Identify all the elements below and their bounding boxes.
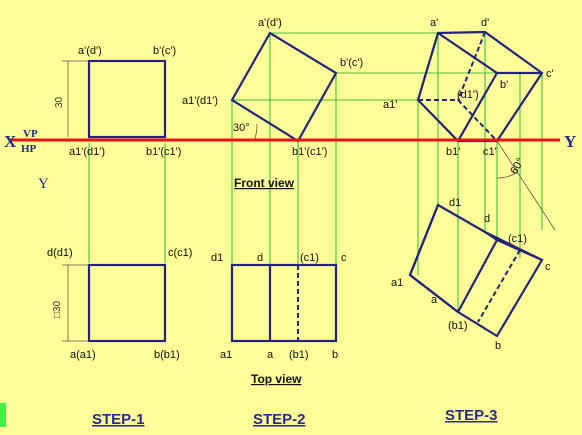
- step3-angle-arc: [496, 172, 517, 179]
- step1-label-a-d: a'(d'): [78, 45, 102, 57]
- step2-label-a1: a1: [220, 349, 232, 361]
- step2-label-c1: (c1): [300, 252, 319, 264]
- step2-label-b-c: b'(c'): [340, 57, 363, 69]
- step2-label-d: d: [257, 252, 263, 264]
- step1-label-b1-c1: b1'(c1'): [146, 146, 181, 158]
- step1-label-a-a1: a(a1): [70, 349, 96, 361]
- step2-label-a-d: a'(d'): [258, 17, 282, 29]
- x-label: X: [4, 132, 17, 151]
- step3-front-edge-bb1: [457, 72, 498, 142]
- step2-label-a1-d1: a1'(d1'): [182, 95, 218, 107]
- step2-label-c: c: [341, 252, 347, 264]
- step1-label-a1-d1: a1'(d1'): [69, 146, 105, 158]
- vp-label: VP: [23, 128, 38, 140]
- step3-top-label-d: d: [484, 213, 490, 225]
- y-left-label: Y: [38, 176, 49, 192]
- step3-top-label-c: c: [545, 261, 551, 273]
- step3-angle-label: 60°: [508, 156, 527, 176]
- step1-top-square: [87, 263, 167, 343]
- step3-top-label-c1: (c1): [508, 233, 527, 245]
- step1-label-c-c1: c(c1): [168, 247, 192, 259]
- step2-label-a: a: [267, 349, 274, 361]
- step-marker: [0, 403, 6, 427]
- step3-group: 60° a' d' c' b' a1' (d1') b1' c1' d1 d (…: [383, 17, 556, 352]
- step1-caption: STEP-1: [92, 411, 145, 428]
- step1-label-d-d1: d(d1): [47, 247, 73, 259]
- step3-top-edge-a1a: [409, 274, 459, 313]
- step3-top-label-a1: a1: [391, 277, 403, 289]
- step2-label-b: b: [332, 349, 338, 361]
- step3-top-hidden-c1b1: [477, 249, 521, 323]
- step2-top-view-label: Top view: [251, 372, 302, 386]
- step1-dim-front: 30: [54, 96, 65, 108]
- step3-top-edge-d1a1: [408, 204, 440, 276]
- step2-angle-label: 30°: [233, 122, 250, 134]
- step3-label-a1: a1': [383, 99, 397, 111]
- step3-front-outline: [416, 30, 544, 143]
- step2-front-view-label: Front view: [234, 176, 295, 190]
- step2-top-rect: [230, 263, 338, 343]
- step3-label-d: d': [481, 17, 489, 29]
- step3-front-hidden-dd1: [457, 31, 486, 101]
- step2-group: 30° a'(d') b'(c') a1'(d1') b1'(c1') Fron…: [182, 17, 520, 386]
- step1-dim-top: □30: [52, 300, 63, 318]
- step3-front-edge-ab: [437, 32, 498, 74]
- step2-label-b1: (b1): [289, 349, 309, 361]
- step3-top-label-d1: d1: [449, 197, 461, 209]
- step3-top-label-a: a: [431, 294, 438, 306]
- step3-label-d1: (d1'): [457, 89, 479, 101]
- step3-front-hidden-d1c1: [457, 99, 498, 142]
- hp-label: HP: [21, 143, 37, 155]
- step1-label-b-c: b'(c'): [153, 45, 176, 57]
- step3-top-edge-ad: [457, 239, 498, 313]
- step2-label-d1: d1: [211, 252, 223, 264]
- step1-group: 30 □30 a'(d') b'(c') a1'(d1') b1'(c1') d…: [47, 45, 192, 361]
- step1-label-b-b1: b(b1): [154, 349, 180, 361]
- step3-top-edge-d1d: [484, 231, 498, 241]
- step3-top-label-b1: (b1): [448, 320, 468, 332]
- step3-label-b1: b1': [446, 146, 460, 158]
- step3-caption: STEP-3: [445, 407, 498, 424]
- xy-reference: X VP HP Y Y: [4, 128, 576, 192]
- step3-label-c: c': [546, 68, 554, 80]
- step2-caption: STEP-2: [253, 411, 306, 428]
- step3-60-line: [496, 140, 556, 231]
- step3-label-c1: c1': [483, 146, 497, 158]
- step2-angle-arc: [253, 123, 258, 142]
- y-right-label: Y: [564, 132, 576, 151]
- step3-label-a: a': [430, 17, 438, 29]
- step2-label-b1-c1: b1'(c1'): [292, 146, 327, 158]
- step3-label-b: b': [500, 79, 508, 91]
- step3-top-label-b: b: [495, 340, 501, 352]
- step1-front-square: [87, 59, 167, 139]
- step2-front-square: [230, 31, 338, 143]
